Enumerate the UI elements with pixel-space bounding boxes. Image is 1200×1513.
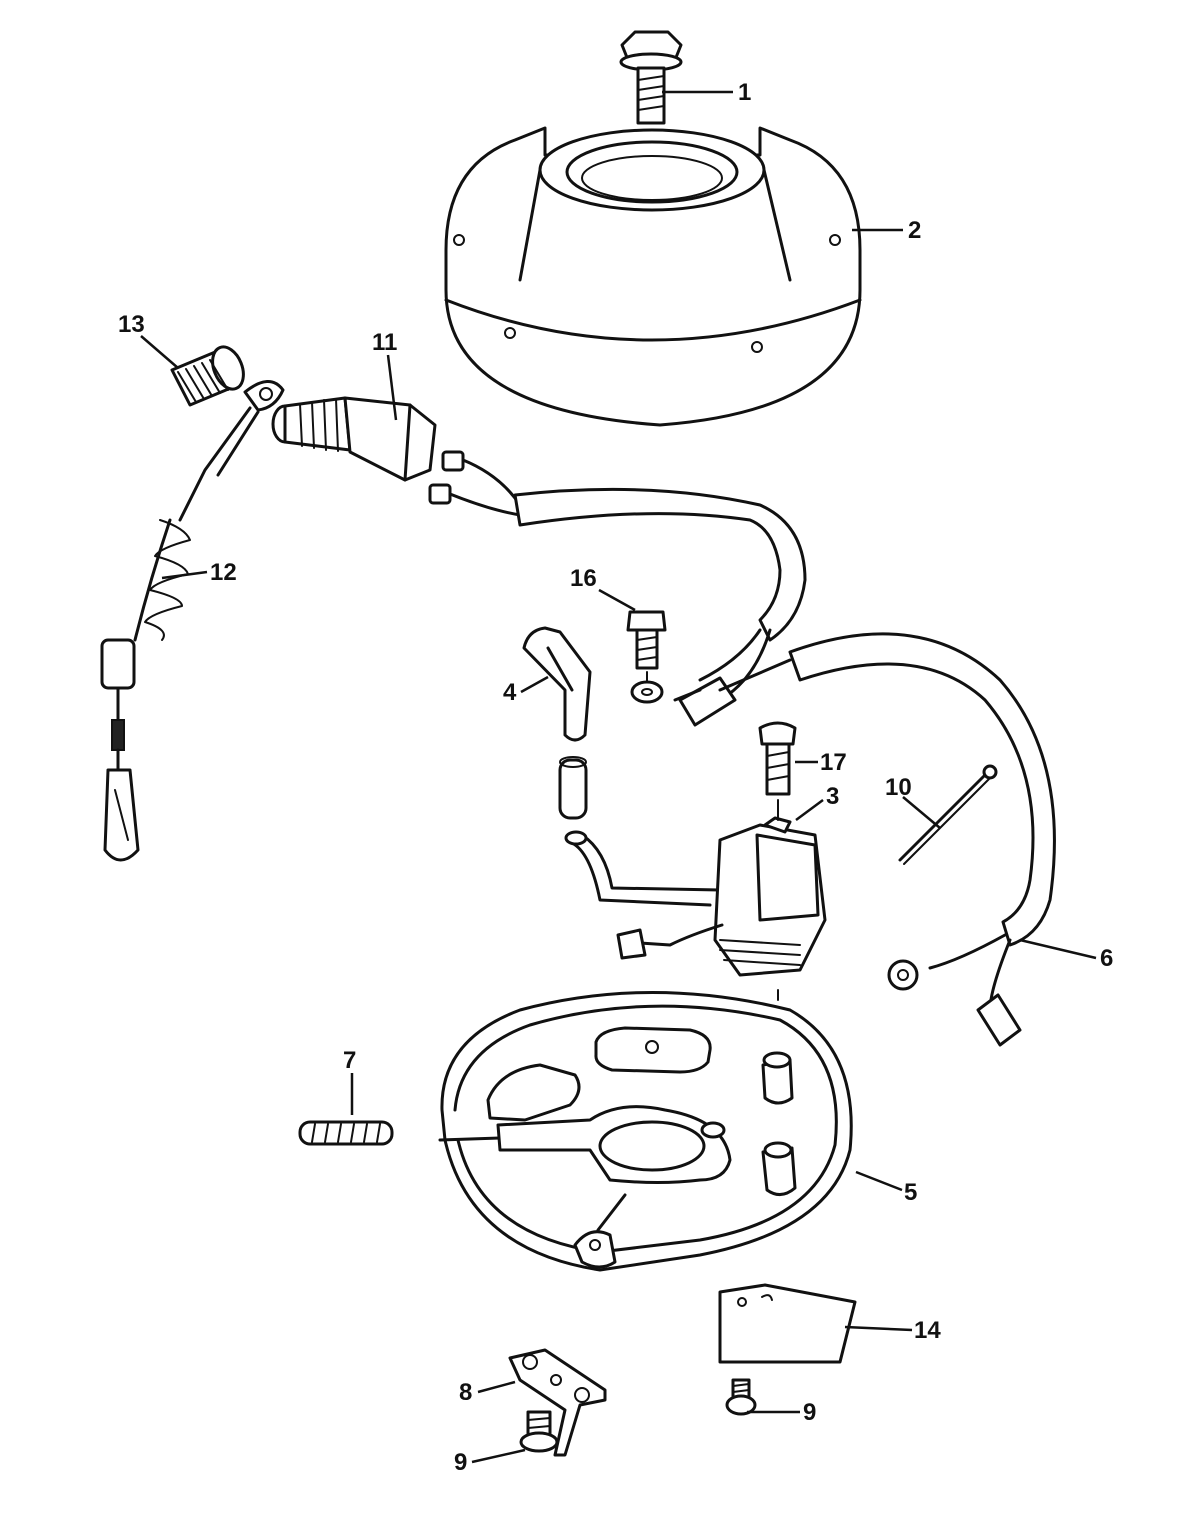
part-10-tie [898,764,998,865]
part-1-screw [619,30,683,125]
part-4-spark-plug-boot [522,626,592,820]
part-9-screw-a [725,1378,757,1416]
callout-14: 14 [914,1317,941,1344]
callout-17: 17 [820,749,847,776]
callout-1: 1 [738,79,751,106]
part-11-stop-switch [271,396,465,505]
callout-9b: 9 [454,1449,467,1476]
callout-12: 12 [210,559,237,586]
part-14-gasket [718,1283,857,1364]
callout-6: 6 [1100,945,1113,972]
part-3-ignition-module [564,816,827,977]
callout-16: 16 [570,565,597,592]
callout-8: 8 [459,1379,472,1406]
part-17-screw [758,721,797,813]
callout-9a: 9 [803,1399,816,1426]
main-wire-harness [673,632,1056,1047]
leader-lines [140,90,1097,1464]
switch-harness-wire [448,458,807,702]
callout-2: 2 [908,217,921,244]
part-5-stator-plate [438,991,853,1272]
callout-5: 5 [904,1179,917,1206]
part-2-flywheel [444,126,862,427]
callout-11: 11 [372,329,397,356]
part-7-pin [298,1120,394,1146]
callout-7: 7 [343,1047,356,1074]
part-12-lanyard [100,380,285,862]
callout-labels: 1 2 3 4 5 6 7 8 9 9 10 11 12 13 14 16 17 [118,79,1113,1476]
callout-3: 3 [826,783,839,810]
part-9-screw-b [519,1410,559,1453]
part-8-bracket [508,1348,607,1457]
callout-4: 4 [503,679,517,706]
part-16-screw [626,610,667,704]
callout-10: 10 [885,774,912,801]
part-13-cap [170,345,245,407]
callout-13: 13 [118,311,145,338]
